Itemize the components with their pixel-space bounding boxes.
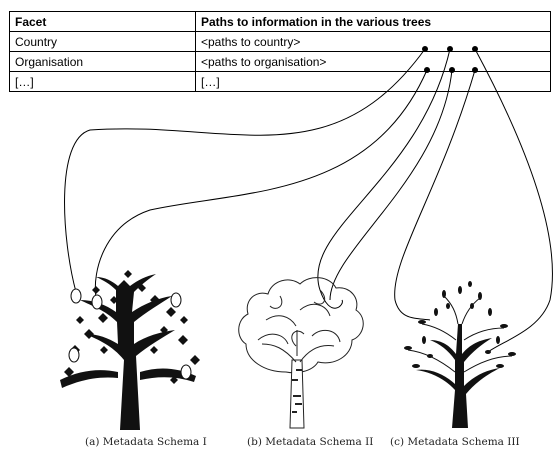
facet-table: Facet Paths to information in the variou… (9, 11, 551, 92)
connector-organisation-to-schema3 (394, 69, 476, 321)
tree-schema-2-illustration (238, 277, 364, 429)
connector-organisation-to-schema2 (329, 69, 453, 301)
table-header-row: Facet Paths to information in the variou… (9, 11, 551, 32)
owl-icon (70, 288, 82, 304)
connector-country-to-schema1 (64, 48, 426, 293)
tree-schema-3-illustration (404, 281, 516, 428)
row-organisation-facet: Organisation (9, 51, 196, 72)
owl-icon (180, 364, 192, 380)
connector-lines (64, 48, 553, 353)
table-row: Country <paths to country> (9, 31, 551, 52)
dot-organisation-3 (472, 67, 478, 73)
connector-organisation-to-schema1 (94, 69, 428, 299)
connector-country-to-schema2 (317, 48, 451, 309)
dot-country-3 (472, 46, 478, 52)
dot-organisation-1 (424, 67, 430, 73)
owl-icon (170, 292, 182, 308)
dot-country-2 (447, 46, 453, 52)
dot-organisation-2 (449, 67, 455, 73)
table-row: […] […] (9, 71, 551, 92)
owl-icons (68, 288, 192, 380)
tree-schema-1-illustration (60, 270, 200, 430)
caption-schema-3: (c) Metadata Schema III (390, 436, 520, 448)
caption-schema-1: (a) Metadata Schema I (85, 436, 207, 448)
row-ellipsis-facet: […] (9, 71, 196, 92)
row-ellipsis-paths: […] (195, 71, 551, 92)
path-dots (422, 46, 478, 73)
row-country-facet: Country (9, 31, 196, 52)
row-organisation-paths: <paths to organisation> (195, 51, 551, 72)
connector-country-to-schema3 (474, 48, 553, 353)
caption-schema-2: (b) Metadata Schema II (247, 436, 374, 448)
dot-country-1 (422, 46, 428, 52)
header-facet: Facet (9, 11, 196, 32)
owl-icon (68, 347, 80, 363)
header-paths: Paths to information in the various tree… (195, 11, 551, 32)
owl-icon (91, 294, 103, 310)
table-row: Organisation <paths to organisation> (9, 51, 551, 72)
